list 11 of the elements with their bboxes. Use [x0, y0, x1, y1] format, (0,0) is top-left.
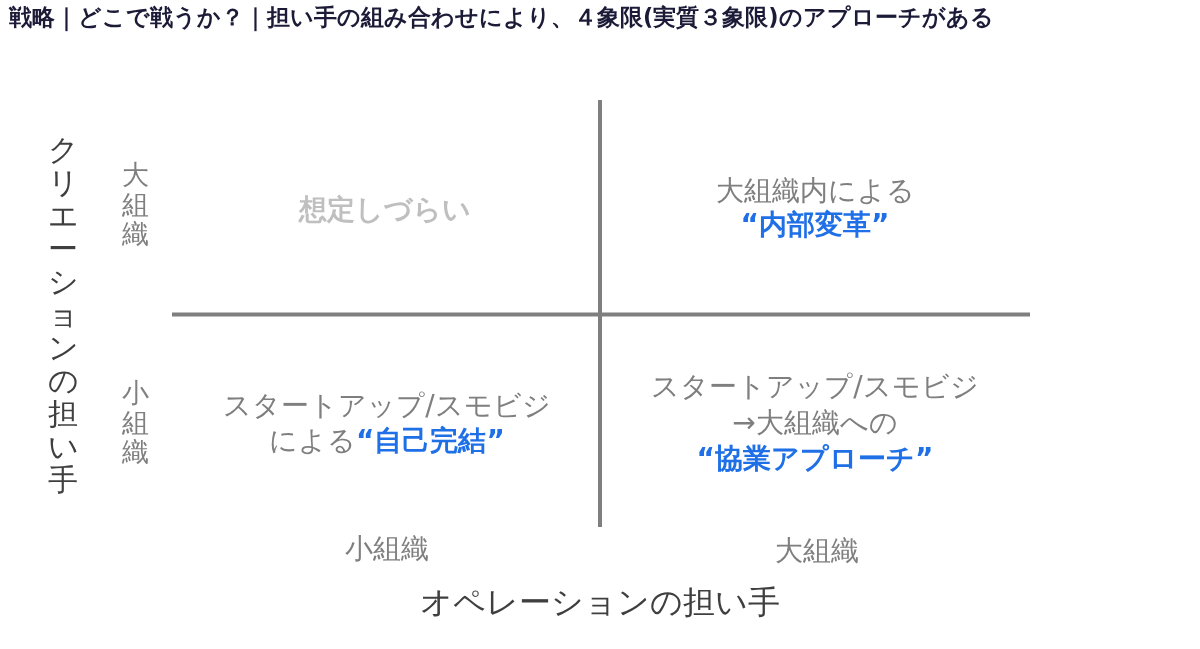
quadrant-label: スタートアップ/スモビジによる“自己完結” — [222, 388, 552, 458]
axis-tick-label: 大組織 — [122, 160, 149, 250]
axis-tick-label: 小組織 — [122, 378, 149, 468]
page-title: 戦略｜どこで戦うか？｜担い手の組み合わせにより、４象限(実質３象限)のアプローチがある — [9, 3, 994, 31]
axis-tick-label: 小組織 — [344, 532, 430, 566]
quadrant-label: 大組織内による“内部変革” — [714, 174, 916, 242]
axis-title: クリエーションの担い手 — [48, 133, 78, 496]
axis-title: オペレーションの担い手 — [419, 583, 781, 621]
axis-tick-label: 大組織 — [774, 534, 860, 568]
quadrant-label: スタートアップ/スモビジ→大組織への“協業アプローチ” — [650, 369, 980, 477]
quadrant-label: 想定しづらい — [297, 192, 472, 228]
